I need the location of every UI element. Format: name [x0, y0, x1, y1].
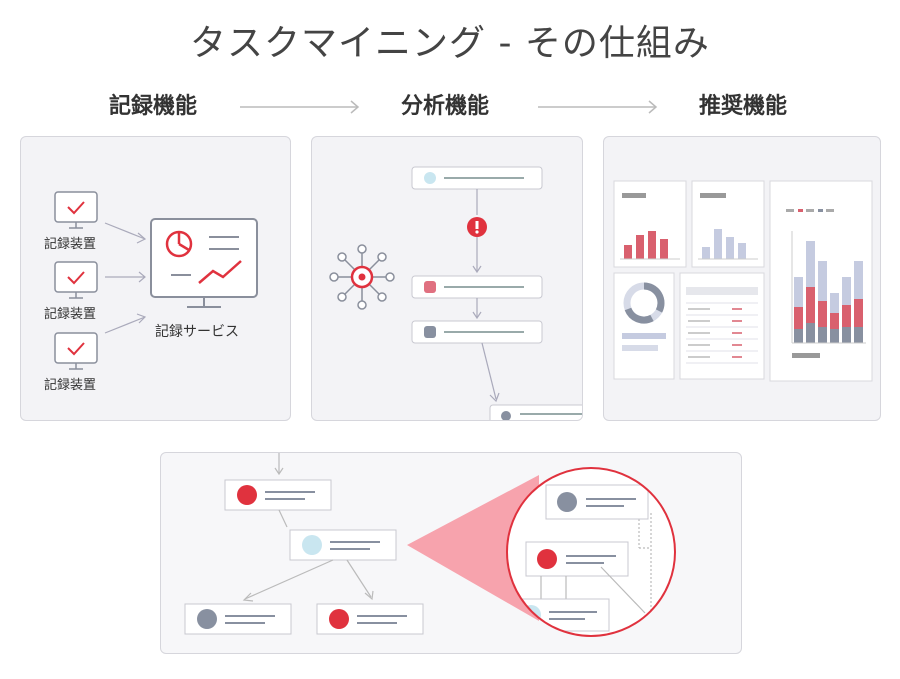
analyze-panel-graphic	[329, 166, 582, 420]
arrow-analyze-to-recommend	[538, 100, 658, 114]
zoom-cone	[407, 475, 539, 621]
process-zoom-graphic	[184, 453, 676, 637]
stage-recommend-label: 推奨機能	[698, 94, 787, 119]
process-node	[489, 404, 582, 420]
process-node	[512, 598, 610, 632]
record-panel: 記録装置 記録装置 記録装置 記録サービス	[20, 136, 291, 421]
stacked-bar-chart-card	[769, 180, 873, 382]
stage-analyze-label: 分析機能	[400, 94, 489, 119]
analyze-panel	[311, 136, 583, 421]
alert-icon	[467, 217, 487, 237]
recommend-panel	[603, 136, 881, 421]
monitor-check-icon	[54, 261, 98, 299]
device-arrows	[104, 222, 147, 334]
process-node	[411, 275, 543, 299]
mini-table-card	[679, 272, 765, 380]
process-node	[316, 603, 424, 635]
dashboard-monitor-icon	[150, 218, 258, 308]
arrow-record-to-analyze	[240, 100, 360, 114]
mini-bar-chart-card	[691, 180, 765, 268]
process-zoom-panel	[160, 452, 742, 654]
donut-chart-icon	[613, 272, 675, 380]
process-node	[525, 541, 629, 577]
record-panel-graphic	[54, 191, 258, 370]
mini-bar-chart-card	[613, 180, 687, 268]
device-label: 記録装置	[44, 237, 97, 252]
stacked-bars	[794, 241, 863, 343]
dashboard-graphic	[613, 180, 873, 382]
process-node	[289, 529, 397, 561]
process-node	[411, 320, 543, 344]
process-hub-icon	[329, 244, 395, 310]
process-node	[184, 603, 292, 635]
process-node	[224, 479, 332, 511]
device-label: 記録装置	[44, 307, 97, 322]
process-node	[545, 484, 649, 520]
service-label: 記録サービス	[155, 324, 239, 340]
monitor-check-icon	[54, 332, 98, 370]
stage-record-label: 記録機能	[108, 94, 197, 119]
magnifier-circle	[506, 467, 676, 637]
process-node	[411, 166, 543, 190]
device-label: 記録装置	[44, 378, 97, 393]
monitor-check-icon	[54, 191, 98, 229]
page-title: タスクマイニング - その仕組み	[190, 23, 710, 64]
